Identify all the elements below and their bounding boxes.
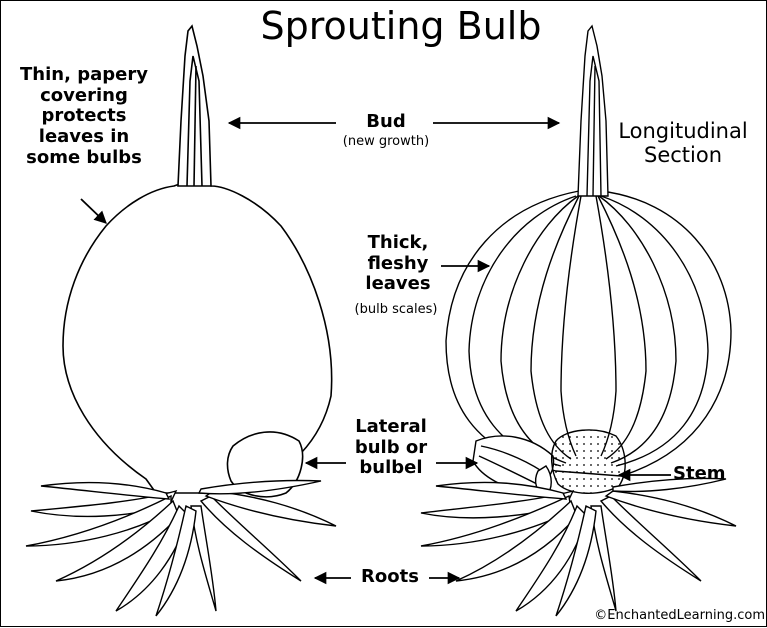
stem-label: Stem xyxy=(673,464,763,485)
papery-line-5: some bulbs xyxy=(9,148,159,169)
right-roots xyxy=(421,478,736,616)
lateral-line-1: Lateral xyxy=(346,417,436,438)
diagram-title: Sprouting Bulb xyxy=(251,5,551,49)
papery-arrow xyxy=(81,199,106,223)
fleshy-sub-label: (bulb scales) xyxy=(341,303,451,318)
bud-label: Bud xyxy=(346,112,426,133)
bulb-section xyxy=(446,26,731,496)
fleshy-leaves-label: Thick, fleshy leaves xyxy=(353,233,443,295)
stem-core xyxy=(552,430,626,493)
lateral-bulb-label: Lateral bulb or bulbel xyxy=(346,417,436,479)
fleshy-line-1: Thick, xyxy=(353,233,443,254)
fleshy-line-2: fleshy xyxy=(353,254,443,275)
lateral-line-2: bulb or xyxy=(346,438,436,459)
fleshy-line-3: leaves xyxy=(353,274,443,295)
roots-label: Roots xyxy=(351,567,429,588)
bud-sub-label: (new growth) xyxy=(326,135,446,150)
lateral-line-3: bulbel xyxy=(346,458,436,479)
section-label: Longitudinal Section xyxy=(613,119,753,167)
credit-text: ©EnchantedLearning.com xyxy=(569,609,765,624)
papery-covering-label: Thin, papery covering protects leaves in… xyxy=(9,65,159,168)
papery-line-3: protects xyxy=(9,106,159,127)
left-roots xyxy=(26,480,336,616)
papery-line-4: leaves in xyxy=(9,127,159,148)
section-line-2: Section xyxy=(613,143,753,167)
papery-line-1: Thin, papery xyxy=(9,65,159,86)
papery-line-2: covering xyxy=(9,86,159,107)
section-line-1: Longitudinal xyxy=(613,119,753,143)
